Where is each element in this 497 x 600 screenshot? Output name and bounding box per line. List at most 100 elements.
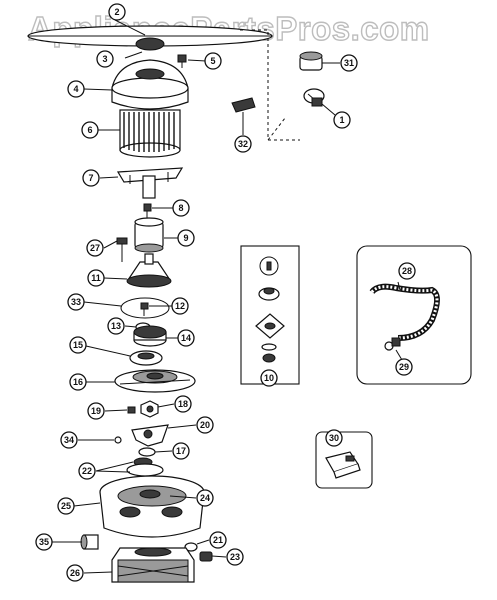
- seal-17: [138, 447, 156, 457]
- motor: [111, 547, 195, 583]
- callout-32: 32: [234, 135, 252, 153]
- kit-10-parts: [255, 256, 285, 363]
- callout-11: 11: [87, 269, 105, 287]
- svg-text:16: 16: [73, 377, 83, 387]
- callout-15: 15: [69, 336, 87, 354]
- screw-12: [140, 302, 149, 316]
- svg-text:27: 27: [90, 243, 100, 253]
- svg-text:35: 35: [39, 537, 49, 547]
- callout-20: 20: [196, 416, 214, 434]
- callout-5: 5: [204, 52, 222, 70]
- svg-text:2: 2: [114, 7, 119, 17]
- seal-14: [133, 325, 167, 347]
- callout-3: 3: [96, 50, 114, 68]
- svg-text:34: 34: [64, 435, 74, 445]
- svg-text:32: 32: [238, 139, 248, 149]
- kit-box-30: [315, 431, 373, 489]
- callout-9: 9: [177, 229, 195, 247]
- seal-ring: [129, 350, 163, 366]
- callout-13: 13: [107, 317, 125, 335]
- svg-text:21: 21: [213, 535, 223, 545]
- callout-34: 34: [60, 431, 78, 449]
- svg-text:25: 25: [61, 501, 71, 511]
- hose-assembly: [369, 283, 440, 351]
- svg-text:28: 28: [402, 266, 412, 276]
- svg-text:6: 6: [87, 125, 92, 135]
- ball-34: [114, 436, 122, 444]
- motor-coupler: [134, 217, 164, 253]
- svg-text:12: 12: [175, 301, 185, 311]
- callout-8: 8: [172, 199, 190, 217]
- svg-text:7: 7: [88, 173, 93, 183]
- pump-housing-lower: [99, 475, 205, 538]
- svg-text:22: 22: [82, 466, 92, 476]
- callout-30: 30: [325, 429, 343, 447]
- callout-16: 16: [69, 373, 87, 391]
- impeller: [116, 167, 184, 199]
- svg-text:23: 23: [230, 552, 240, 562]
- callout-1: 1: [333, 111, 351, 129]
- svg-text:5: 5: [210, 56, 215, 66]
- svg-text:13: 13: [111, 321, 121, 331]
- svg-text:20: 20: [200, 420, 210, 430]
- callout-31: 31: [340, 54, 358, 72]
- callout-12: 12: [171, 297, 189, 315]
- svg-text:26: 26: [70, 568, 80, 578]
- callout-29: 29: [395, 358, 413, 376]
- svg-text:19: 19: [91, 406, 101, 416]
- svg-text:18: 18: [178, 399, 188, 409]
- nut-18: [140, 400, 159, 418]
- bearing-22: [126, 457, 164, 477]
- callout-19: 19: [87, 402, 105, 420]
- callout-10: 10: [260, 369, 278, 387]
- spray-arm: [27, 25, 273, 51]
- svg-text:1: 1: [339, 115, 344, 125]
- plug-35: [80, 534, 99, 550]
- seal-housing: [126, 253, 172, 288]
- callout-23: 23: [226, 548, 244, 566]
- clip-32: [231, 97, 256, 113]
- callout-21: 21: [209, 531, 227, 549]
- fitting-1: [303, 88, 325, 107]
- svg-text:4: 4: [73, 84, 78, 94]
- callout-28: 28: [398, 262, 416, 280]
- ring-21: [184, 542, 198, 552]
- pump-plate: [114, 369, 196, 393]
- callout-33: 33: [67, 293, 85, 311]
- svg-text:14: 14: [181, 333, 191, 343]
- clamp-23: [199, 551, 213, 562]
- svg-text:8: 8: [178, 203, 183, 213]
- knob-31: [299, 51, 323, 71]
- pump-housing-upper: [111, 59, 189, 110]
- callout-2: 2: [108, 3, 126, 21]
- callout-26: 26: [66, 564, 84, 582]
- gasket-20: [131, 424, 169, 447]
- o-ring: [120, 297, 170, 319]
- bolt-27: [116, 237, 128, 262]
- callout-17: 17: [172, 442, 190, 460]
- filter-screen: [119, 109, 181, 158]
- svg-text:3: 3: [102, 54, 107, 64]
- kit-30-part: [325, 451, 361, 479]
- svg-text:30: 30: [329, 433, 339, 443]
- callout-7: 7: [82, 169, 100, 187]
- svg-text:9: 9: [183, 233, 188, 243]
- kit-box-28: [356, 245, 472, 385]
- callout-22: 22: [78, 462, 96, 480]
- svg-text:11: 11: [91, 273, 101, 283]
- svg-text:10: 10: [264, 373, 274, 383]
- screw-8: [143, 203, 152, 218]
- screw-19: [127, 406, 136, 414]
- screw-5: [177, 54, 187, 68]
- callout-24: 24: [196, 489, 214, 507]
- callout-14: 14: [177, 329, 195, 347]
- callout-27: 27: [86, 239, 104, 257]
- callout-25: 25: [57, 497, 75, 515]
- callout-18: 18: [174, 395, 192, 413]
- svg-text:15: 15: [73, 340, 83, 350]
- svg-text:24: 24: [200, 493, 210, 503]
- svg-text:31: 31: [344, 58, 354, 68]
- svg-text:17: 17: [176, 446, 186, 456]
- callout-35: 35: [35, 533, 53, 551]
